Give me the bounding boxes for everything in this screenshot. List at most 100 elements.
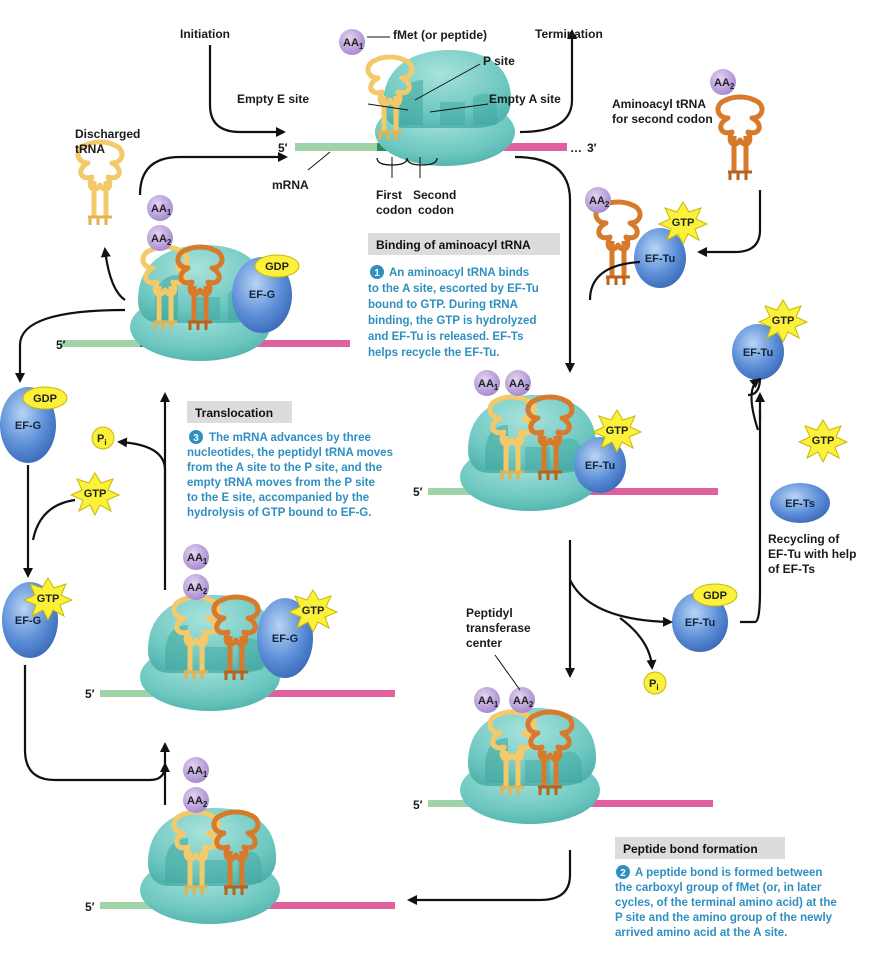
svg-text:AA1: AA1 — [343, 37, 364, 51]
label-first-codon: First codon — [376, 188, 412, 217]
step-binding-title: Binding of aminoacyl tRNA — [376, 238, 531, 252]
svg-text:AA1: AA1 — [478, 695, 499, 709]
label-5prime-step2: 5′ — [56, 338, 66, 352]
gdp-badge-efg: GDP — [22, 386, 68, 410]
aa2-free: AA2 — [710, 69, 736, 95]
label-empty-e-site: Empty E site — [237, 92, 309, 106]
step-translocation-text: The mRNA advances by three nucleotides, … — [187, 432, 396, 519]
ef-g-left1: EF-G — [257, 598, 313, 678]
svg-text:GTP: GTP — [84, 488, 107, 500]
svg-text:GDP: GDP — [265, 261, 289, 273]
svg-text:EF-G: EF-G — [272, 633, 298, 645]
gtp-star-free: GTP — [798, 419, 848, 463]
svg-text:EF-G: EF-G — [15, 615, 41, 627]
svg-text:AA2: AA2 — [187, 582, 208, 596]
label-5prime-right1: 5′ — [413, 485, 423, 499]
aa1-bottom: AA1 — [183, 757, 209, 783]
svg-text:AA1: AA1 — [187, 552, 208, 566]
aa2-left1: AA2 — [183, 574, 209, 600]
svg-text:1: 1 — [374, 268, 380, 279]
svg-text:AA1: AA1 — [187, 765, 208, 779]
svg-text:EF-G: EF-G — [15, 420, 41, 432]
step-peptide-text: A peptide bond is formed between the car… — [615, 867, 840, 939]
svg-text:EF-Tu: EF-Tu — [585, 460, 615, 472]
svg-text:GDP: GDP — [703, 590, 727, 602]
aa2-bottom: AA2 — [183, 787, 209, 813]
aa2-eftu: AA2 — [585, 187, 611, 213]
svg-text:Pi: Pi — [649, 678, 659, 692]
gdp-badge-step2: GDP — [254, 254, 300, 278]
gtp-star-recycled: GTP — [758, 299, 808, 343]
label-3prime-top: 3′ — [587, 141, 597, 155]
svg-text:AA2: AA2 — [187, 795, 208, 809]
svg-text:AA2: AA2 — [513, 695, 534, 709]
svg-text:AA2: AA2 — [589, 195, 610, 209]
label-mrna: mRNA — [272, 178, 309, 192]
pi-binding: Pi — [643, 671, 667, 695]
label-termination: Termination — [535, 27, 603, 41]
step-peptide-title: Peptide bond formation — [623, 842, 758, 856]
gtp-star-efg: GTP — [23, 577, 73, 621]
label-initiation: Initiation — [180, 27, 230, 41]
label-p-site: P site — [483, 54, 515, 68]
svg-text:…: … — [570, 141, 582, 155]
aa1-step2: AA1 — [147, 195, 173, 221]
label-5prime-right2: 5′ — [413, 798, 423, 812]
svg-text:GTP: GTP — [606, 425, 629, 437]
aa1-top: AA1 — [339, 29, 365, 55]
label-recycling: Recycling of EF-Tu with help of EF-Ts — [768, 532, 860, 576]
ef-tu-recycled: EF-Tu — [732, 324, 784, 380]
aa2-step2: AA2 — [147, 225, 173, 251]
leader-lines — [307, 36, 521, 691]
svg-text:2: 2 — [620, 868, 626, 879]
label-peptidyl-transferase: Peptidyl transferase center — [466, 606, 534, 650]
step-translocation-title: Translocation — [195, 406, 273, 420]
svg-text:AA2: AA2 — [509, 378, 530, 392]
svg-text:Pi: Pi — [97, 433, 107, 447]
svg-text:GDP: GDP — [33, 393, 57, 405]
gtp-star-right1: GTP — [592, 409, 642, 453]
ef-tu-right1: EF-Tu — [574, 437, 626, 493]
label-5prime-bottom: 5′ — [85, 900, 95, 914]
label-5prime-top: 5′ — [278, 141, 288, 155]
svg-text:GTP: GTP — [37, 593, 60, 605]
step-peptide: Peptide bond formation 2 A peptide bond … — [615, 837, 840, 939]
svg-text:GTP: GTP — [812, 435, 835, 447]
trna-aminoacyl-free — [718, 97, 762, 180]
svg-text:AA2: AA2 — [714, 77, 735, 91]
ef-tu-binding: EF-Tu — [634, 228, 686, 288]
svg-text:GTP: GTP — [772, 315, 795, 327]
svg-text:GTP: GTP — [672, 217, 695, 229]
svg-text:EF-Tu: EF-Tu — [685, 617, 715, 629]
gdp-badge-eftu: GDP — [692, 583, 738, 607]
label-5prime-left1: 5′ — [85, 687, 95, 701]
svg-text:AA1: AA1 — [151, 203, 172, 217]
svg-text:GTP: GTP — [302, 605, 325, 617]
step-binding-text: An aminoacyl tRNA binds to the A site, e… — [368, 267, 542, 359]
arrows — [15, 29, 765, 905]
aa1-right1: AA1 — [474, 370, 500, 396]
step-translocation: Translocation 3 The mRNA advances by thr… — [187, 401, 396, 519]
svg-text:AA2: AA2 — [151, 233, 172, 247]
label-fmet: fMet (or peptide) — [393, 28, 487, 42]
gtp-star-efg-in: GTP — [70, 472, 120, 516]
svg-text:EF-Tu: EF-Tu — [743, 347, 773, 359]
ef-tu-gdp: EF-Tu — [672, 592, 728, 652]
svg-text:AA1: AA1 — [478, 378, 499, 392]
svg-text:3: 3 — [193, 433, 199, 444]
pi-translocation: Pi — [91, 426, 115, 450]
label-discharged-trna: Discharged tRNA — [75, 127, 144, 156]
step-binding: Binding of aminoacyl tRNA 1 An aminoacyl… — [368, 233, 560, 359]
gtp-star-binding: GTP — [658, 201, 708, 245]
aa1-left1: AA1 — [183, 544, 209, 570]
aa1-right2: AA1 — [474, 687, 500, 713]
label-empty-a-site: Empty A site — [489, 92, 561, 106]
ef-ts: EF-Ts — [770, 483, 830, 523]
label-second-codon: Second codon — [413, 188, 460, 217]
aa2-right1: AA2 — [505, 370, 531, 396]
gtp-star-left1: GTP — [288, 589, 338, 633]
label-aminoacyl-trna: Aminoacyl tRNA for second codon — [612, 97, 713, 126]
svg-text:EF-Ts: EF-Ts — [785, 498, 815, 510]
aa2-right2: AA2 — [509, 687, 535, 713]
